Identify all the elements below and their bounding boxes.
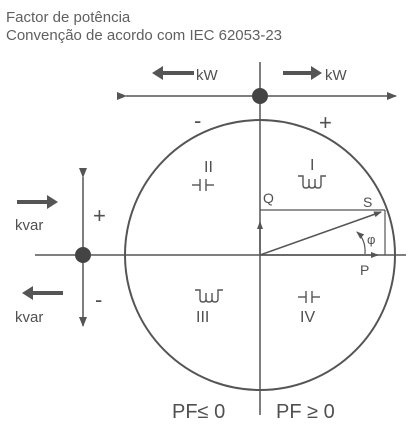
power-minus-sign: - <box>194 108 201 133</box>
pf-positive-label: PF ≥ 0 <box>276 401 335 423</box>
diagram-title-line-1: Factor de potência <box>6 9 131 26</box>
quadrant-ii-numeral: II <box>204 159 213 176</box>
reactive-axis-dot <box>75 247 91 263</box>
phi-label: φ <box>367 232 375 247</box>
bottom-kvar-arrow <box>22 286 63 300</box>
q-label: Q <box>263 190 274 206</box>
capacitor-icon <box>298 291 320 303</box>
top-kvar-arrow <box>17 195 58 209</box>
right-kw-arrow <box>283 66 322 80</box>
pf-negative-label: PF≤ 0 <box>172 401 225 423</box>
p-label: P <box>360 262 369 278</box>
top-kvar-label: kvar <box>15 217 43 234</box>
reactive-minus-sign: - <box>95 287 102 312</box>
power-plus-sign: + <box>319 110 332 135</box>
phi-angle-arc <box>356 231 366 255</box>
diagram-title-line-2: Convenção de acordo com IEC 62053-23 <box>6 27 283 44</box>
quadrant-i-numeral: I <box>310 157 314 174</box>
bottom-kvar-label: kvar <box>15 309 43 326</box>
s-vector <box>259 211 382 256</box>
inductor-icon <box>298 175 326 189</box>
right-kw-label: kW <box>325 67 348 84</box>
quadrant-iii-numeral: III <box>196 309 209 326</box>
power-axis-dot <box>252 88 268 104</box>
s-label: S <box>363 194 372 210</box>
capacitor-icon <box>192 179 214 191</box>
left-kw-arrow <box>152 66 194 80</box>
reactive-plus-sign: + <box>93 203 106 228</box>
left-kw-label: kW <box>196 67 219 84</box>
inductor-icon <box>195 289 223 303</box>
quadrant-iv-numeral: IV <box>300 309 315 326</box>
